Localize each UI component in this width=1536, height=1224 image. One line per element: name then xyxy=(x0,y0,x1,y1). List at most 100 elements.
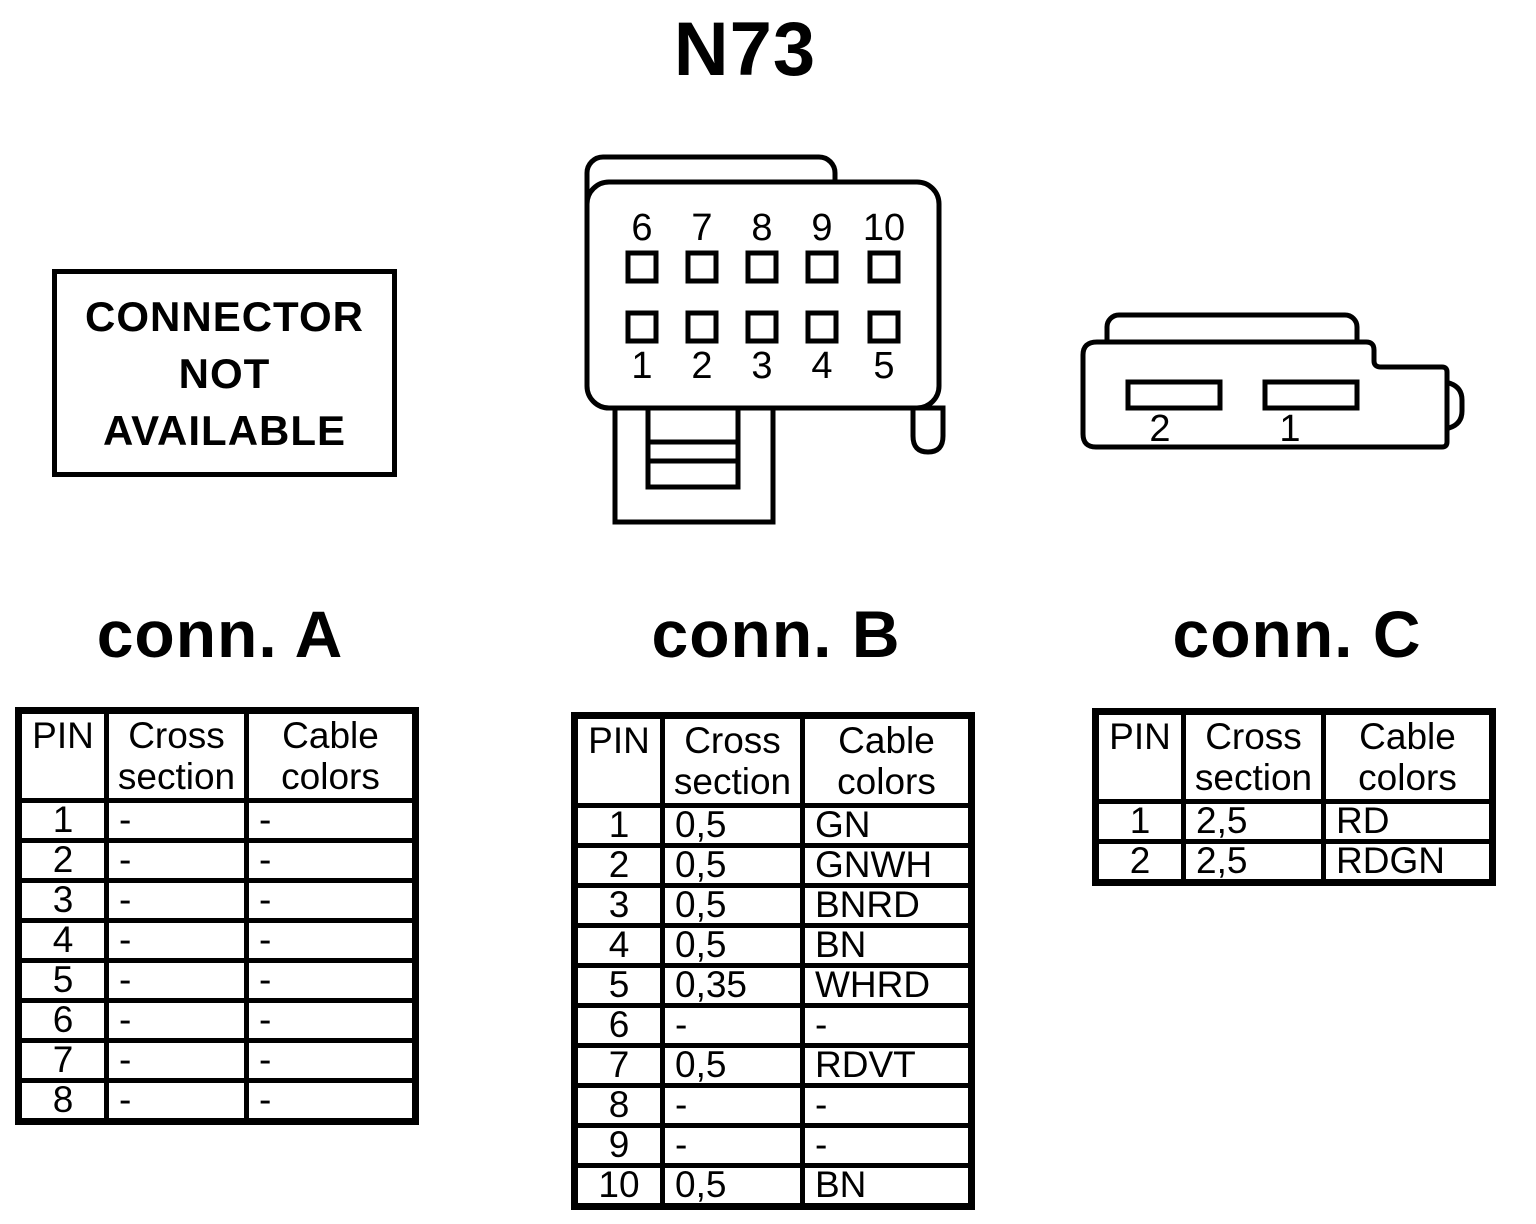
pin-hole-5 xyxy=(867,310,901,344)
pin-label-6: 6 xyxy=(631,207,652,249)
pin-hole-10 xyxy=(867,250,901,284)
table-row: 8 - - xyxy=(22,1078,412,1118)
pin-hole-8 xyxy=(745,250,779,284)
pin-cell: 4 xyxy=(52,923,74,958)
table-row: 10 0,5 BN xyxy=(578,1163,968,1203)
color-cell: - xyxy=(244,963,412,998)
cross-cell: - xyxy=(660,1128,800,1163)
table-row: 3 - - xyxy=(22,878,412,918)
cross-cell: 2,5 xyxy=(1181,844,1321,879)
table-row: 2 0,5 GNWH xyxy=(578,843,968,883)
cross-cell: 0,35 xyxy=(660,968,800,1003)
cross-cell: - xyxy=(104,963,244,998)
pin-hole-1 xyxy=(625,310,659,344)
table-row: 9 - - xyxy=(578,1123,968,1163)
table-row: 2 - - xyxy=(22,838,412,878)
pin-label-9: 9 xyxy=(811,207,832,249)
pin-cell: 8 xyxy=(608,1088,630,1123)
header-color: Cable colors xyxy=(244,714,412,798)
table-row: 1 0,5 GN xyxy=(578,803,968,843)
cross-cell: - xyxy=(104,883,244,918)
table-header-row: PIN Cross section Cable colors xyxy=(1099,715,1489,799)
table-row: 2 2,5 RDGN xyxy=(1099,839,1489,879)
color-cell: RDVT xyxy=(800,1048,968,1083)
conn-b-table: PIN Cross section Cable colors 1 0,5 GN … xyxy=(571,712,975,1210)
color-cell: - xyxy=(244,803,412,838)
pin-hole-4 xyxy=(805,310,839,344)
cross-cell: 2,5 xyxy=(1181,804,1321,839)
color-cell: GN xyxy=(800,808,968,843)
pin-cell: 7 xyxy=(608,1048,630,1083)
pin-hole-6 xyxy=(625,250,659,284)
table-row: 6 - - xyxy=(578,1003,968,1043)
pin-label-8: 8 xyxy=(751,207,772,249)
cross-cell: - xyxy=(104,923,244,958)
header-cross: Cross section xyxy=(104,714,244,798)
pin-hole-3 xyxy=(745,310,779,344)
table-header-row: PIN Cross section Cable colors xyxy=(22,714,412,798)
cross-cell: 0,5 xyxy=(660,848,800,883)
header-pin: PIN xyxy=(32,715,94,756)
color-cell: GNWH xyxy=(800,848,968,883)
connector-b-right-tab xyxy=(910,405,946,455)
pin-cell: 2 xyxy=(52,843,74,878)
color-cell: WHRD xyxy=(800,968,968,1003)
table-row: 4 0,5 BN xyxy=(578,923,968,963)
pin-cell: 6 xyxy=(608,1008,630,1043)
connector-b-latch-tab xyxy=(612,405,776,525)
notice-line-1: CONNECTOR xyxy=(85,292,364,340)
cross-cell: 0,5 xyxy=(660,1048,800,1083)
pin-cell: 3 xyxy=(608,888,630,923)
conn-b-title: conn. B xyxy=(651,597,901,671)
table-row: 8 - - xyxy=(578,1083,968,1123)
pin-cell: 5 xyxy=(608,968,630,1003)
pin-cell: 9 xyxy=(608,1128,630,1163)
cross-cell: 0,5 xyxy=(660,888,800,923)
color-cell: RD xyxy=(1321,804,1489,839)
header-cross: Cross section xyxy=(660,719,800,803)
cross-cell: - xyxy=(104,803,244,838)
table-row: 1 2,5 RD xyxy=(1099,799,1489,839)
header-pin: PIN xyxy=(588,720,650,761)
color-cell: - xyxy=(244,883,412,918)
pin-label-5: 5 xyxy=(873,345,894,387)
color-cell: - xyxy=(244,923,412,958)
pin-hole-9 xyxy=(805,250,839,284)
table-header-row: PIN Cross section Cable colors xyxy=(578,719,968,803)
cross-cell: - xyxy=(660,1088,800,1123)
connector-not-available-box: CONNECTOR NOT AVAILABLE xyxy=(52,269,397,477)
pin-label-2: 2 xyxy=(1149,408,1170,450)
pin-label-2: 2 xyxy=(691,345,712,387)
pin-hole-2 xyxy=(685,310,719,344)
pin-cell: 10 xyxy=(598,1168,640,1203)
cross-cell: 0,5 xyxy=(660,808,800,843)
connector-b-diagram: 6 7 8 9 10 1 2 3 4 5 xyxy=(584,154,946,525)
table-row: 3 0,5 BNRD xyxy=(578,883,968,923)
color-cell: - xyxy=(244,1003,412,1038)
pin-hole-7 xyxy=(685,250,719,284)
pin-cell: 1 xyxy=(52,803,74,838)
color-cell: - xyxy=(244,1083,412,1118)
color-cell: - xyxy=(800,1128,968,1163)
component-title: N73 xyxy=(673,7,817,92)
pin-cell: 1 xyxy=(608,808,630,843)
conn-a-title: conn. A xyxy=(96,597,344,671)
connector-b-latch-inner xyxy=(645,405,741,490)
cross-cell: - xyxy=(104,843,244,878)
pin-cell: 2 xyxy=(608,848,630,883)
pin-label-1: 1 xyxy=(1279,408,1300,450)
pin-slot-2 xyxy=(1125,379,1223,411)
header-color: Cable colors xyxy=(1321,715,1489,799)
notice-line-3: AVAILABLE xyxy=(102,406,347,454)
pin-label-3: 3 xyxy=(751,345,772,387)
cross-cell: - xyxy=(104,1043,244,1078)
cross-cell: - xyxy=(660,1008,800,1043)
color-cell: RDGN xyxy=(1321,844,1489,879)
cross-cell: 0,5 xyxy=(660,928,800,963)
conn-a-table: PIN Cross section Cable colors 1 - - 2 -… xyxy=(15,707,419,1125)
table-row: 1 - - xyxy=(22,798,412,838)
table-row: 7 - - xyxy=(22,1038,412,1078)
connector-c-right-bump xyxy=(1444,380,1465,431)
pin-cell: 1 xyxy=(1129,804,1151,839)
